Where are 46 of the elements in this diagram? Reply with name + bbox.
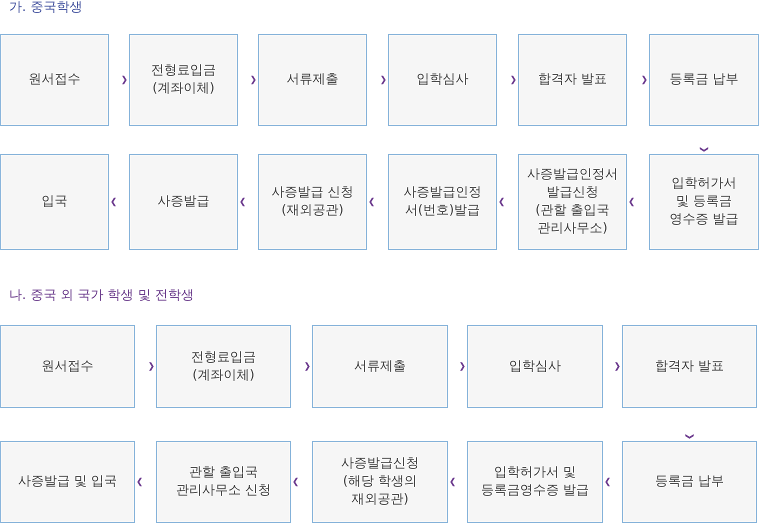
process-box	[129, 34, 238, 126]
step-text: 사증발급 신청 (재외공관)	[271, 184, 354, 220]
step-text: 합격자 발표	[538, 71, 608, 89]
process-box	[467, 325, 603, 408]
step-text: 합격자 발표	[654, 358, 724, 376]
process-box	[649, 34, 759, 126]
step-text: 사증발급인정서(번호)발급	[402, 184, 482, 220]
step-text: 등록금 납부	[669, 71, 739, 89]
process-box	[258, 34, 367, 126]
step-text: 관할 출입국 관리사무소 신청	[176, 464, 272, 500]
step-text: 등록금 납부	[654, 473, 724, 491]
step-text: 사증발급	[158, 193, 210, 211]
process-box	[0, 441, 135, 523]
process-box	[258, 154, 367, 250]
process-box	[156, 441, 291, 523]
step-text: 사증발급인정서 발급신청 (관할 출입국 관리사무소)	[527, 166, 618, 238]
process-box	[518, 154, 627, 250]
step-text: 입학심사	[416, 71, 468, 89]
process-box	[0, 34, 109, 126]
process-box	[622, 441, 757, 523]
step-text: 사증발급신청 (해당 학생의 재외공관)	[341, 455, 419, 509]
step-text: 전형료입금 (계좌이체)	[191, 348, 256, 384]
step-text: 입학심사	[509, 358, 561, 376]
process-box	[156, 325, 291, 408]
process-box	[312, 325, 448, 408]
process-box	[0, 325, 135, 408]
step-text: 입학허가서 및 등록금 영수증 발급	[669, 175, 739, 229]
process-box	[467, 441, 603, 523]
process-box	[312, 441, 448, 523]
process-box	[649, 154, 759, 250]
process-box	[518, 34, 627, 126]
process-box	[388, 34, 497, 126]
step-text: 입국	[42, 193, 68, 211]
process-box	[129, 154, 238, 250]
step-text: 원서접수	[28, 71, 80, 89]
step-text: 서류제출	[354, 358, 406, 376]
process-box	[0, 154, 109, 250]
step-text: 사증발급 및 입국	[18, 473, 118, 491]
step-text: 입학허가서 및 등록금영수증 발급	[480, 464, 590, 500]
section-heading: 나. 중국 외 국가 학생 및 전학생	[9, 288, 194, 304]
step-text: 전형료입금 (계좌이체)	[151, 62, 216, 98]
process-box	[622, 325, 757, 408]
section-heading: 가. 중국학생	[9, 0, 82, 16]
process-box	[388, 154, 497, 250]
step-text: 원서접수	[42, 358, 94, 376]
step-text: 서류제출	[286, 71, 338, 89]
